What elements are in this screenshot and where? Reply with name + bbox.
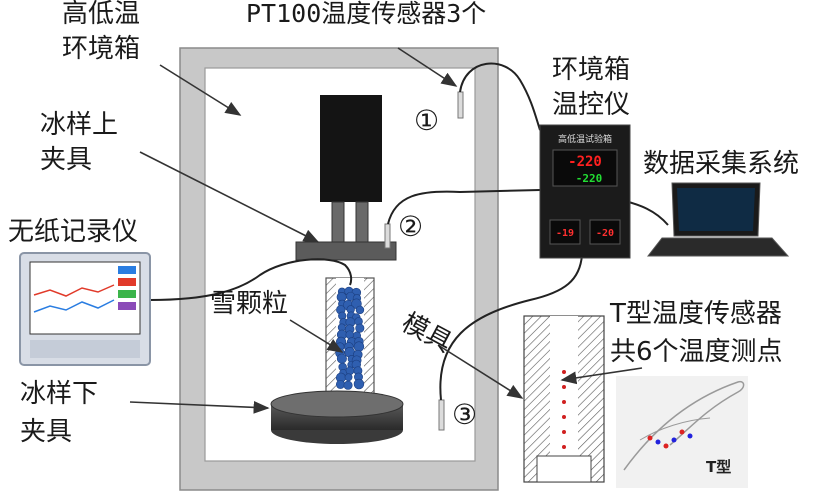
label-t-sensor-line1: T型温度传感器	[609, 299, 782, 329]
arrow-t-sensor	[560, 367, 643, 385]
lower-clamp-top	[270, 390, 404, 418]
cable-probe1-to-controller	[459, 62, 541, 131]
snow-particle	[335, 379, 345, 389]
snow-particles	[335, 286, 365, 390]
temperature-controller: 高低温试验箱 -220 -220 -19 -20	[539, 124, 631, 259]
laptop-icon	[646, 182, 790, 257]
mold-cross-section	[523, 315, 605, 483]
label-controller-line1: 环境箱	[552, 55, 630, 85]
t-type-tag: T型	[706, 458, 731, 476]
label-lower-clamp-line1: 冰样下	[20, 379, 98, 409]
arrow-upper-clamp	[139, 151, 320, 243]
pt100-probe-1	[457, 91, 464, 119]
snow-particle	[343, 380, 353, 390]
measurement-point	[562, 415, 566, 419]
cable-probe3-to-controller	[439, 254, 583, 401]
label-chamber-line1: 高低温	[62, 0, 140, 29]
controller-small-right: -20	[596, 228, 614, 239]
measurement-point	[562, 400, 566, 404]
measurement-point	[562, 430, 566, 434]
label-point-1: ①	[414, 104, 439, 137]
snow-particle	[344, 373, 353, 382]
label-point-3: ③	[452, 398, 477, 431]
snow-particle	[345, 366, 355, 376]
controller-display-bottom: -220	[576, 172, 603, 185]
pt100-probe-2	[384, 223, 391, 249]
arrow-pt100	[397, 47, 458, 87]
pt100-probe-3	[438, 399, 445, 431]
cable-probe2-to-controller	[387, 189, 541, 225]
snow-particle	[355, 323, 365, 333]
label-upper-clamp-line2: 夹具	[40, 145, 92, 175]
label-chamber-line2: 环境箱	[62, 34, 140, 64]
label-lower-clamp-line2: 夹具	[20, 417, 72, 447]
arrow-mold	[437, 344, 524, 399]
measurement-point	[562, 445, 566, 449]
label-upper-clamp-line1: 冰样上	[40, 110, 118, 140]
controller-title: 高低温试验箱	[558, 133, 612, 145]
label-controller-line2: 温控仪	[552, 90, 630, 120]
upper-clamp-rod	[355, 201, 369, 245]
snow-particle	[355, 305, 365, 315]
controller-small-left: -19	[556, 228, 574, 239]
label-pt100: PT100温度传感器3个	[246, 0, 486, 28]
t-type-sensor-photo: T型	[616, 376, 748, 488]
upper-clamp-body	[320, 95, 382, 202]
label-recorder: 无纸记录仪	[8, 217, 138, 247]
upper-clamp-plate	[295, 241, 397, 261]
label-daq: 数据采集系统	[643, 149, 799, 179]
paperless-recorder-icon	[19, 252, 151, 366]
measurement-point	[562, 370, 566, 374]
measurement-point	[562, 385, 566, 389]
label-t-sensor-line2: 共6个温度测点	[610, 337, 783, 367]
snow-particle	[336, 353, 347, 364]
cable-recorder-to-mold	[149, 258, 353, 301]
arrow-chamber	[159, 64, 242, 116]
arrow-snow	[289, 319, 344, 353]
snow-particle	[353, 378, 365, 390]
upper-clamp-rod	[331, 201, 345, 245]
label-snow: 雪颗粒	[210, 289, 288, 319]
arrow-lower-clamp	[129, 400, 270, 414]
temperature-measurement-points	[562, 370, 566, 449]
controller-display-top: -220	[568, 154, 602, 170]
label-point-2: ②	[398, 210, 423, 243]
